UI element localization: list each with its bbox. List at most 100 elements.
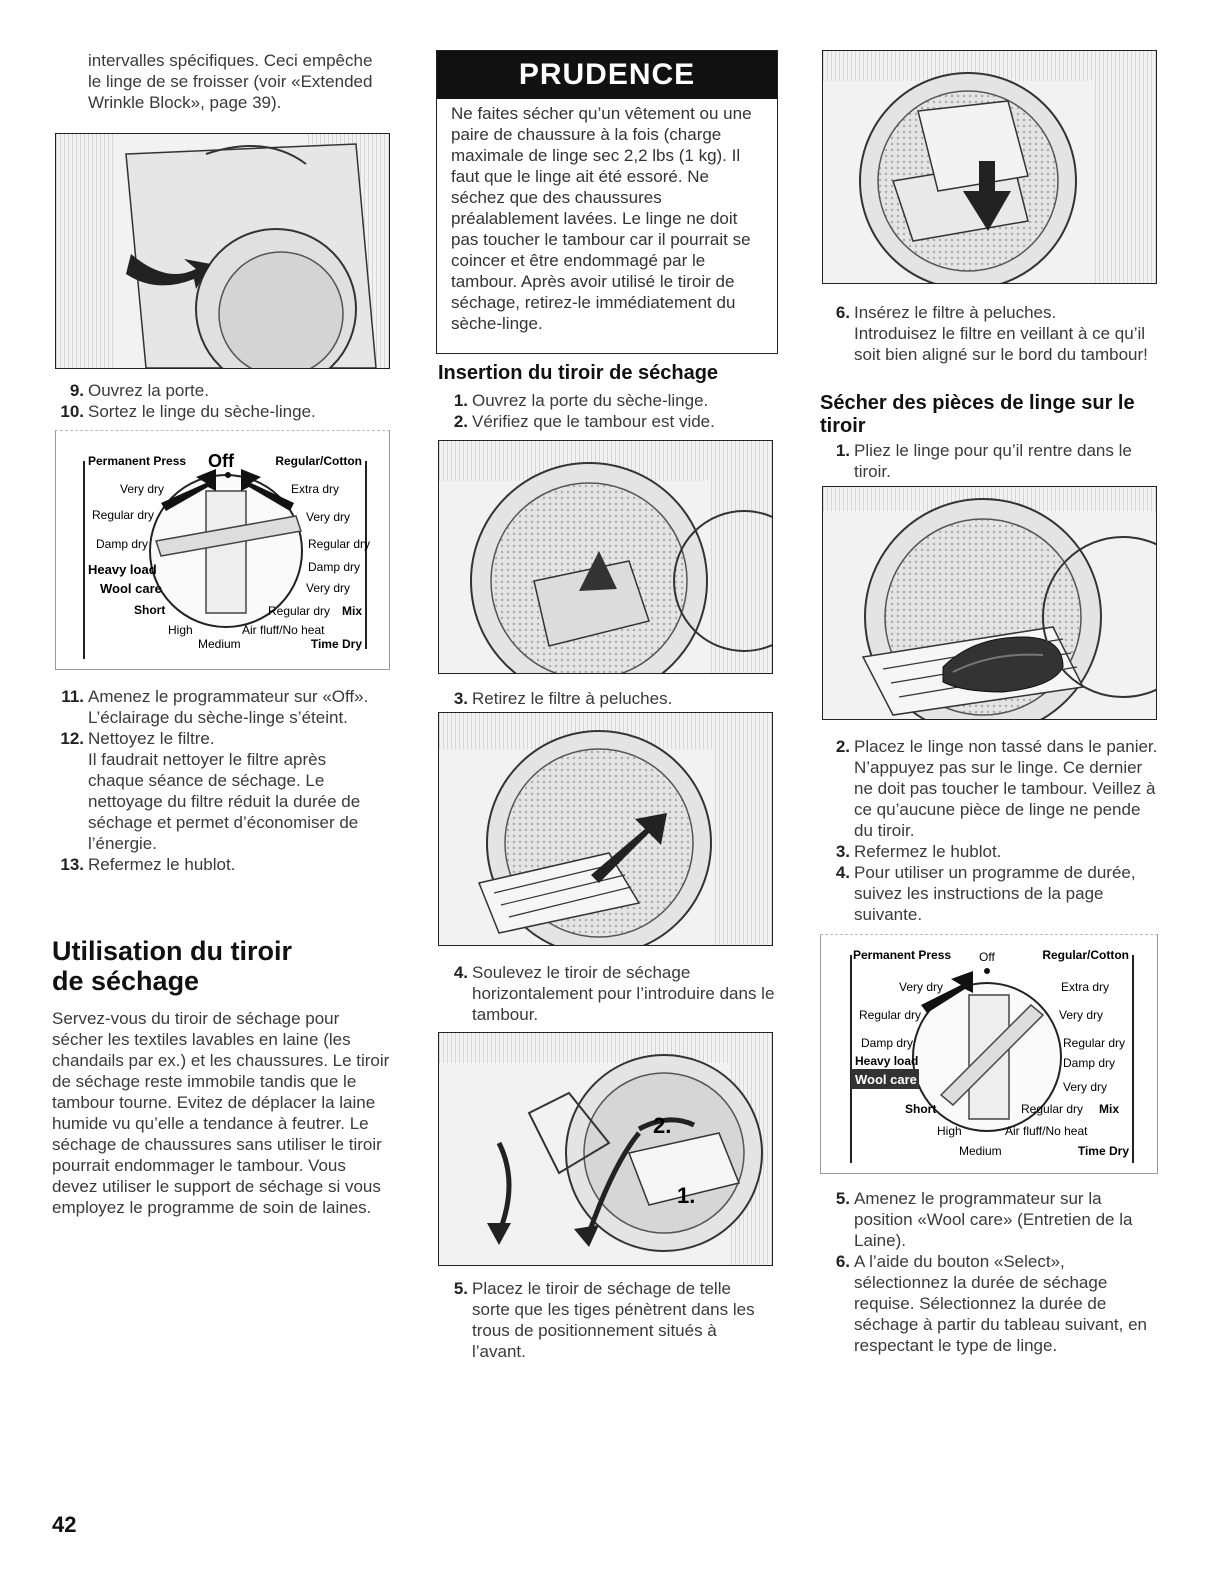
step-detail: Il faudrait nettoyer le filtre après cha… — [88, 750, 361, 853]
dial-label-very-dry: Very dry — [120, 482, 164, 496]
steps-1-2: 1.Ouvrez la porte du sèche-linge. 2.Véri… — [436, 390, 778, 432]
step-text: Ouvrez la porte. — [88, 381, 209, 400]
figure-shoe-in-tray — [822, 486, 1157, 720]
dial-label-short: Short — [134, 603, 165, 617]
section-title-line-1: Utilisation du tiroir — [52, 936, 292, 966]
dial-label-heavy-load: Heavy load — [88, 562, 157, 577]
step-text: A l’aide du bouton «Select», sélectionne… — [854, 1252, 1147, 1355]
caution-box: PRUDENCE Ne faites sécher qu’un vêtement… — [436, 50, 778, 354]
step-4: 4.Soulevez le tiroir de séchage horizont… — [436, 962, 778, 1025]
step-5: 5.Placez le tiroir de séchage de telle s… — [436, 1278, 778, 1362]
steps-2-4: 2.Placez le linge non tassé dans le pani… — [818, 736, 1160, 925]
step-number: 1. — [453, 391, 468, 410]
step-number: 6. — [835, 1252, 850, 1271]
step-detail: L’éclairage du sèche-linge s’éteint. — [88, 708, 348, 727]
step-item: 2.Vérifiez que le tambour est vide. — [436, 411, 778, 432]
step-number: 5. — [453, 1279, 468, 1298]
dial-label-damp-dry: Damp dry — [308, 560, 360, 574]
dial-label-very-dry: Very dry — [1059, 1008, 1103, 1022]
step-number: 12. — [60, 729, 84, 748]
step-text: Refermez le hublot. — [854, 842, 1002, 861]
step-1-fold: 1.Pliez le linge pour qu’il rentre dans … — [818, 440, 1160, 482]
steps-5-6-wool: 5.Amenez le programmateur sur la positio… — [818, 1188, 1160, 1356]
dial-label-heavy-load: Heavy load — [855, 1054, 918, 1068]
step-item: 4.Soulevez le tiroir de séchage horizont… — [436, 962, 778, 1025]
dial-label-extra-dry: Extra dry — [1061, 980, 1109, 994]
dial-label-regular-dry: Regular dry — [1021, 1102, 1083, 1116]
secher-heading-line-1: Sécher des pièces de linge sur le — [820, 392, 1135, 414]
step-text: Amenez le programmateur sur la position … — [854, 1189, 1133, 1250]
step-item: 5.Placez le tiroir de séchage de telle s… — [436, 1278, 778, 1362]
dial-label-off: Off — [979, 950, 995, 964]
step-number: 4. — [453, 963, 468, 982]
insertion-heading: Insertion du tiroir de séchage — [438, 362, 719, 384]
step-item: 1.Pliez le linge pour qu’il rentre dans … — [818, 440, 1160, 482]
step-number: 9. — [69, 381, 84, 400]
intro-text: intervalles spécifiques. Ceci empêche le… — [88, 51, 373, 112]
dial-figure-off: Permanent Press Off Regular/Cotton Very … — [55, 430, 390, 670]
figure-drum-empty — [438, 440, 773, 674]
dial-label-regular-dry: Regular dry — [268, 604, 330, 618]
step-number: 10. — [60, 402, 84, 421]
step-text: Placez le tiroir de séchage de telle sor… — [472, 1279, 755, 1361]
dial-label-wool-care-selected: Wool care — [855, 1072, 917, 1087]
step-item: 2.Placez le linge non tassé dans le pani… — [818, 736, 1160, 841]
step-number: 11. — [61, 687, 84, 706]
step-number: 3. — [835, 842, 850, 861]
dial-label-time-dry: Time Dry — [311, 637, 362, 651]
step-item: 4.Pour utiliser un programme de durée, s… — [818, 862, 1160, 925]
step-item: 6.A l’aide du bouton «Select», sélection… — [818, 1251, 1160, 1356]
step-text: Soulevez le tiroir de séchage horizontal… — [472, 963, 775, 1024]
step-number: 1. — [835, 441, 850, 460]
program-dial: Permanent Press Off Regular/Cotton Very … — [850, 948, 1134, 1163]
step-item: 12.Nettoyez le filtre. Il faudrait nettoy… — [52, 728, 392, 854]
figure-step-label-1: 1. — [677, 1183, 695, 1208]
figure-insert-tray: 2. 1. — [438, 1032, 773, 1266]
step-text: Retirez le filtre à peluches. — [472, 689, 673, 708]
steps-11-13: 11.Amenez le programmateur sur «Off». L’é… — [52, 686, 392, 875]
dial-label-medium: Medium — [198, 637, 241, 651]
step-text: Sortez le linge du sèche-linge. — [88, 402, 316, 421]
dial-label-off: Off — [208, 451, 235, 471]
dial-label-very-dry: Very dry — [306, 510, 350, 524]
dial-label-regular-cotton: Regular/Cotton — [275, 454, 362, 468]
program-dial: Permanent Press Off Regular/Cotton Very … — [83, 451, 370, 659]
step-text: Amenez le programmateur sur «Off». — [88, 687, 369, 706]
dial-label-regular-dry: Regular dry — [1063, 1036, 1125, 1050]
dial-label-permanent-press: Permanent Press — [853, 948, 951, 962]
step-item: 5.Amenez le programmateur sur la positio… — [818, 1188, 1160, 1251]
dial-label-regular-dry: Regular dry — [308, 537, 370, 551]
dial-label-medium: Medium — [959, 1144, 1002, 1158]
section-body: Servez-vous du tiroir de séchage pour sé… — [52, 1009, 390, 1217]
step-text: Placez le linge non tassé dans le panier… — [854, 737, 1158, 840]
dial-label-permanent-press: Permanent Press — [88, 454, 186, 468]
dial-label-mix: Mix — [1099, 1102, 1119, 1116]
step-number: 2. — [835, 737, 850, 756]
dial-label-damp-dry: Damp dry — [1063, 1056, 1115, 1070]
dial-label-regular-dry: Regular dry — [92, 508, 154, 522]
step-detail: Introduisez le filtre en veillant à ce q… — [854, 324, 1148, 364]
step-number: 3. — [453, 689, 468, 708]
step-text: Nettoyez le filtre. — [88, 729, 215, 748]
dial-label-damp-dry: Damp dry — [96, 537, 148, 551]
steps-9-10: 9.Ouvrez la porte. 10.Sortez le linge du… — [52, 380, 392, 422]
dial-label-damp-dry: Damp dry — [861, 1036, 913, 1050]
secher-heading-line-2: tiroir — [820, 415, 866, 437]
step-item: 6.Insérez le filtre à peluches.Introduis… — [818, 302, 1160, 365]
step-text: Pour utiliser un programme de durée, sui… — [854, 863, 1136, 924]
page-number: 42 — [52, 1512, 77, 1537]
dial-label-very-dry: Very dry — [306, 581, 350, 595]
figure-insert-filter — [822, 50, 1157, 284]
step-text: Refermez le hublot. — [88, 855, 236, 874]
step-text: Ouvrez la porte du sèche-linge. — [472, 391, 709, 410]
dial-label-air-fluff: Air fluff/No heat — [1005, 1124, 1088, 1138]
dial-label-regular-cotton: Regular/Cotton — [1042, 948, 1129, 962]
dial-label-mix: Mix — [342, 604, 362, 618]
dial-label-very-dry: Very dry — [1063, 1080, 1107, 1094]
step-number: 2. — [453, 412, 468, 431]
dial-label-air-fluff: Air fluff/No heat — [242, 623, 325, 637]
step-text: Pliez le linge pour qu’il rentre dans le… — [854, 441, 1132, 481]
step-item: 11.Amenez le programmateur sur «Off». L’é… — [52, 686, 392, 728]
